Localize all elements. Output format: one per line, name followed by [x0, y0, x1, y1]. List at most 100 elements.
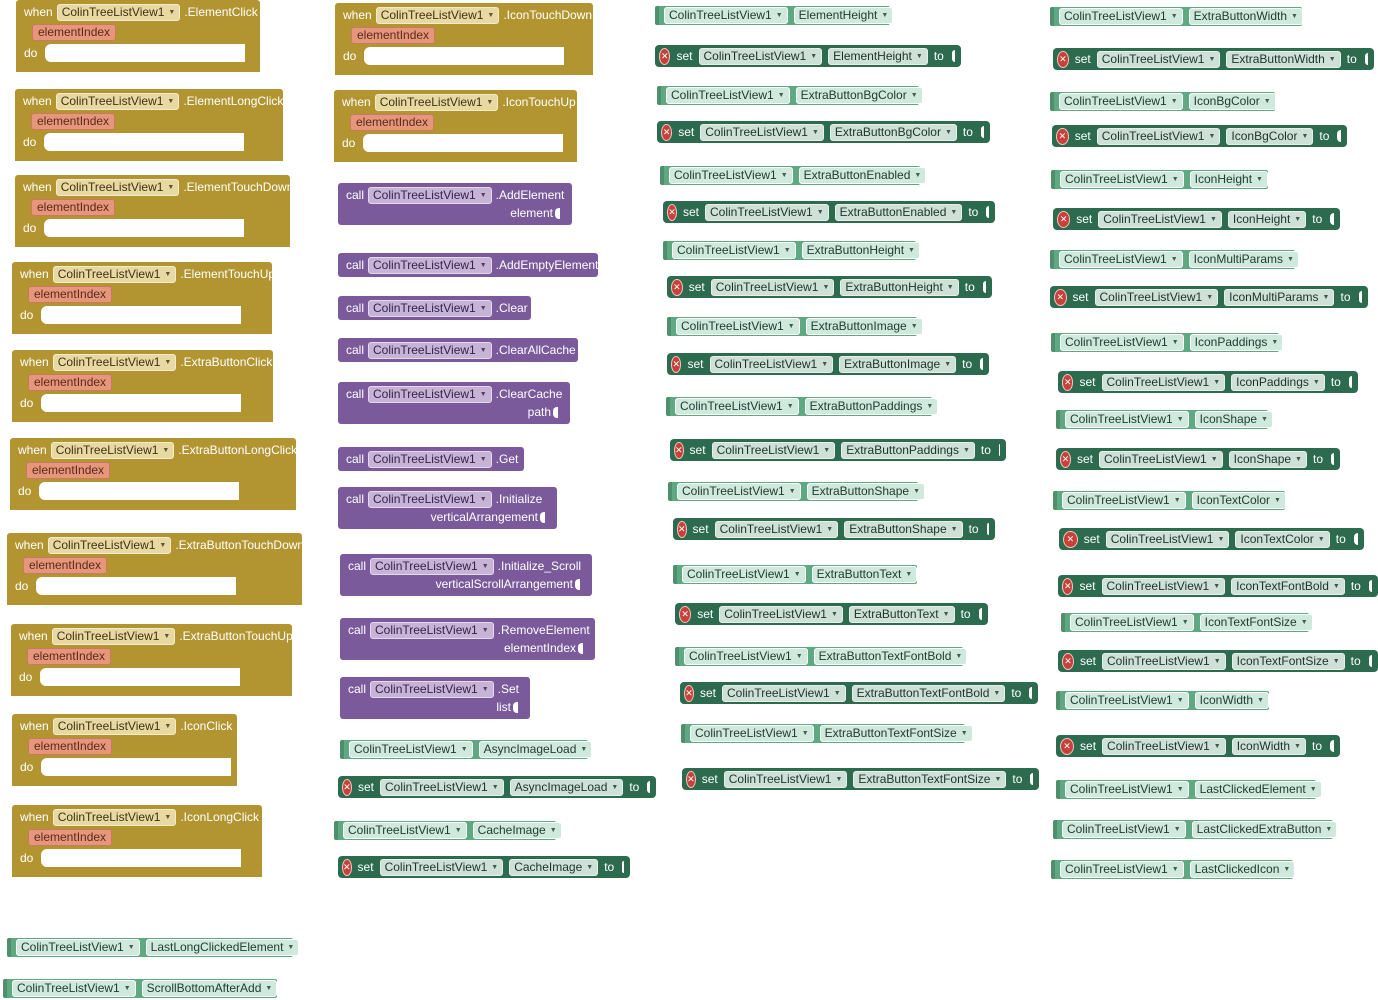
event-param[interactable]: elementIndex — [28, 285, 113, 303]
property-getter-block[interactable]: ColinTreeListView1▼CacheImage▼ — [334, 821, 562, 840]
component-dropdown[interactable]: ColinTreeListView1▼ — [1102, 652, 1226, 670]
property-getter-block[interactable]: ColinTreeListView1▼ExtraButtonBgColor▼ — [657, 86, 923, 105]
component-dropdown[interactable]: ColinTreeListView1▼ — [677, 483, 801, 500]
property-getter-block[interactable]: ColinTreeListView1▼IconTextFontSize▼ — [1061, 613, 1313, 632]
property-dropdown[interactable]: ExtraButtonText▼ — [848, 605, 955, 623]
component-dropdown[interactable]: ColinTreeListView1▼ — [52, 808, 177, 826]
event-param[interactable]: elementIndex — [31, 198, 116, 216]
component-dropdown[interactable]: ColinTreeListView1▼ — [721, 684, 846, 702]
component-dropdown[interactable]: ColinTreeListView1▼ — [676, 318, 800, 335]
component-dropdown[interactable]: ColinTreeListView1▼ — [1062, 821, 1186, 838]
component-dropdown[interactable]: ColinTreeListView1▼ — [714, 520, 839, 538]
component-dropdown[interactable]: ColinTreeListView1▼ — [723, 770, 848, 788]
property-dropdown[interactable]: CacheImage▼ — [472, 822, 562, 839]
property-dropdown[interactable]: AsyncImageLoad▼ — [478, 741, 593, 758]
component-dropdown[interactable]: ColinTreeListView1▼ — [370, 557, 494, 575]
component-dropdown[interactable]: ColinTreeListView1▼ — [370, 680, 494, 698]
property-dropdown[interactable]: ScrollBottomAfterAdd▼ — [141, 980, 278, 997]
event-param[interactable]: elementIndex — [350, 113, 435, 131]
value-socket[interactable] — [986, 523, 989, 535]
value-socket[interactable] — [1368, 655, 1372, 667]
error-x-icon[interactable]: ✕ — [674, 441, 684, 459]
error-x-icon[interactable]: ✕ — [1063, 530, 1078, 548]
value-socket[interactable] — [982, 281, 986, 293]
component-dropdown[interactable]: ColinTreeListView1▼ — [349, 741, 473, 758]
statement-slot[interactable] — [36, 577, 237, 595]
component-dropdown[interactable]: ColinTreeListView1▼ — [52, 353, 177, 371]
component-dropdown[interactable]: ColinTreeListView1▼ — [368, 341, 492, 359]
statement-slot[interactable] — [364, 47, 565, 65]
event-param[interactable]: elementIndex — [32, 23, 117, 41]
property-getter-block[interactable]: ColinTreeListView1▼LastLongClickedElemen… — [7, 938, 300, 957]
property-dropdown[interactable]: ExtraButtonTextFontBold▼ — [851, 684, 1006, 702]
value-socket[interactable] — [986, 206, 989, 218]
component-dropdown[interactable]: ColinTreeListView1▼ — [12, 980, 136, 997]
value-socket[interactable] — [1368, 580, 1372, 592]
component-dropdown[interactable]: ColinTreeListView1▼ — [368, 490, 492, 508]
value-socket[interactable] — [998, 444, 1000, 456]
value-socket[interactable] — [1364, 53, 1368, 65]
value-socket[interactable] — [1030, 773, 1033, 785]
component-dropdown[interactable]: ColinTreeListView1▼ — [50, 441, 175, 459]
component-dropdown[interactable]: ColinTreeListView1▼ — [1059, 251, 1183, 268]
property-dropdown[interactable]: IconHeight▼ — [1227, 210, 1307, 228]
property-getter-block[interactable]: ColinTreeListView1▼ExtraButtonTextFontSi… — [681, 724, 973, 743]
value-socket[interactable] — [980, 358, 983, 370]
property-dropdown[interactable]: IconMultiParams▼ — [1224, 288, 1335, 306]
property-dropdown[interactable]: ExtraButtonPaddings▼ — [841, 441, 975, 459]
property-dropdown[interactable]: IconTextColor▼ — [1235, 530, 1330, 548]
value-socket[interactable] — [622, 861, 624, 873]
property-getter-block[interactable]: ColinTreeListView1▼ExtraButtonText▼ — [673, 565, 918, 584]
property-dropdown[interactable]: ExtraButtonTextFontSize▼ — [819, 725, 973, 742]
component-dropdown[interactable]: ColinTreeListView1▼ — [664, 7, 788, 24]
error-x-icon[interactable]: ✕ — [684, 684, 694, 702]
property-dropdown[interactable]: ElementHeight▼ — [828, 47, 928, 65]
property-getter-block[interactable]: ColinTreeListView1▼ExtraButtonTextFontBo… — [675, 647, 968, 666]
statement-slot[interactable] — [45, 44, 246, 62]
component-dropdown[interactable]: ColinTreeListView1▼ — [666, 87, 790, 104]
value-socket[interactable] — [647, 781, 650, 793]
event-param[interactable]: elementIndex — [26, 461, 111, 479]
value-socket[interactable] — [1331, 453, 1334, 465]
property-dropdown[interactable]: ExtraButtonBgColor▼ — [829, 123, 957, 141]
component-dropdown[interactable]: ColinTreeListView1▼ — [709, 355, 834, 373]
component-dropdown[interactable]: ColinTreeListView1▼ — [669, 167, 793, 184]
component-dropdown[interactable]: ColinTreeListView1▼ — [1096, 127, 1221, 145]
error-x-icon[interactable]: ✕ — [671, 278, 683, 296]
property-dropdown[interactable]: IconPaddings▼ — [1189, 334, 1284, 351]
property-dropdown[interactable]: ExtraButtonEnabled▼ — [834, 203, 963, 221]
property-dropdown[interactable]: IconShape▼ — [1194, 411, 1273, 428]
statement-slot[interactable] — [41, 394, 242, 412]
value-socket[interactable] — [1348, 376, 1352, 388]
input-socket[interactable] — [555, 208, 560, 220]
property-dropdown[interactable]: IconTextColor▼ — [1191, 492, 1286, 509]
component-dropdown[interactable]: ColinTreeListView1▼ — [380, 778, 504, 796]
property-dropdown[interactable]: CacheImage▼ — [509, 858, 599, 876]
component-dropdown[interactable]: ColinTreeListView1▼ — [1101, 577, 1226, 595]
property-getter-block[interactable]: ColinTreeListView1▼ElementHeight▼ — [655, 6, 894, 25]
component-dropdown[interactable]: ColinTreeListView1▼ — [698, 47, 823, 65]
property-dropdown[interactable]: LastClickedExtraButton▼ — [1191, 821, 1338, 838]
property-dropdown[interactable]: LastLongClickedElement▼ — [145, 939, 300, 956]
property-dropdown[interactable]: IconTextFontSize▼ — [1199, 614, 1313, 631]
error-x-icon[interactable]: ✕ — [679, 605, 692, 623]
property-dropdown[interactable]: ExtraButtonShape▼ — [806, 483, 925, 500]
input-socket[interactable] — [578, 643, 583, 655]
component-dropdown[interactable]: ColinTreeListView1▼ — [1105, 530, 1230, 548]
component-dropdown[interactable]: ColinTreeListView1▼ — [704, 203, 829, 221]
